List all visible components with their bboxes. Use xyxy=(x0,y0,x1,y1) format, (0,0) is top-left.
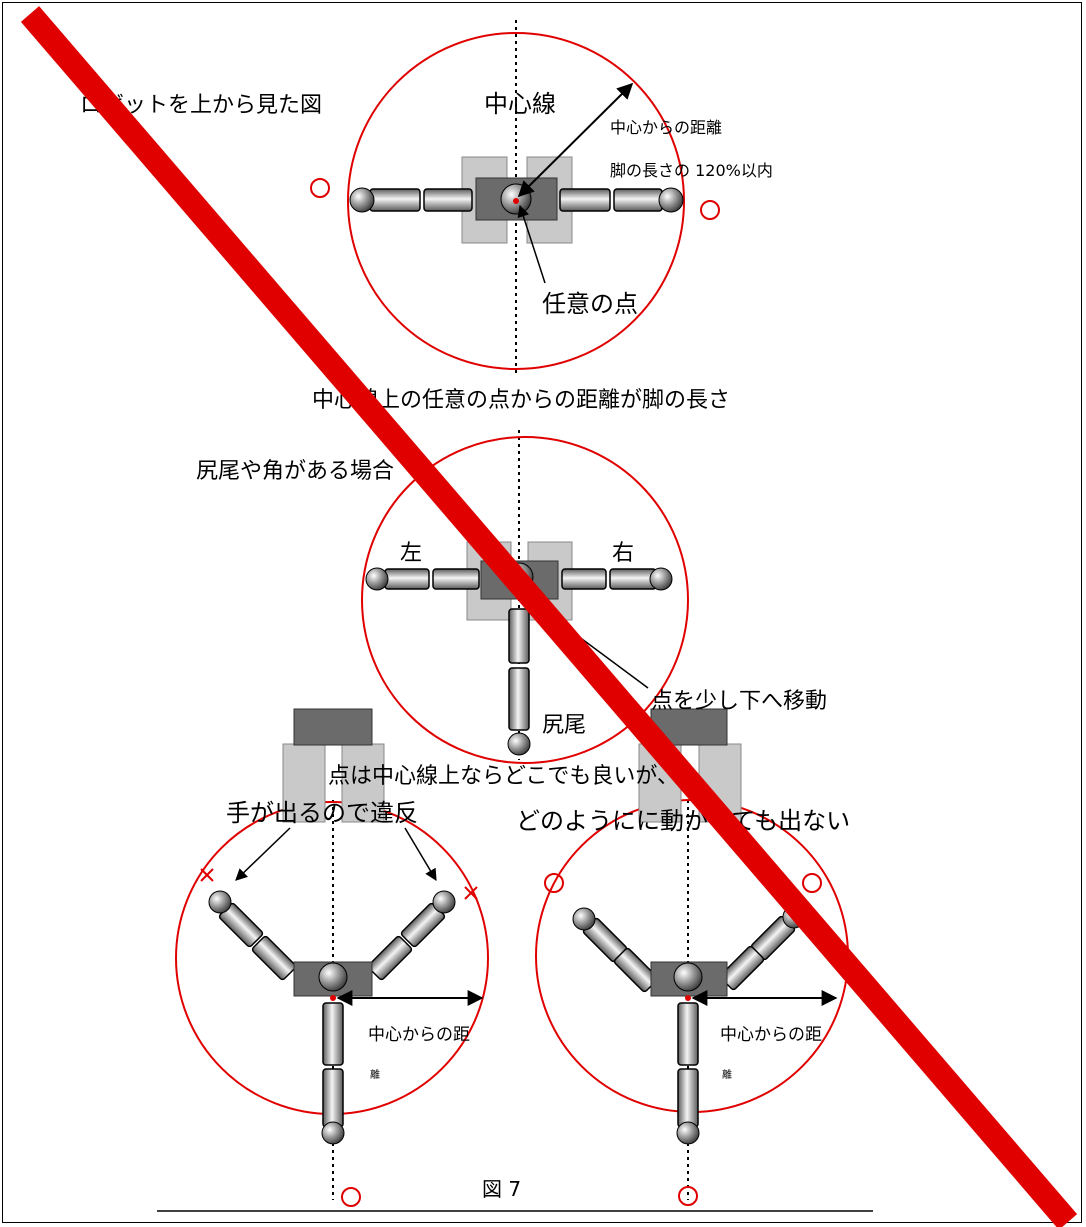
move-point-label: 点を少し下へ移動 xyxy=(651,689,827,714)
distance-short-label-4: 中心からの距 xyxy=(720,1025,822,1045)
tail-2 xyxy=(507,608,531,756)
tail-label: 尻尾 xyxy=(542,713,586,738)
distance-label: 中心からの距離 xyxy=(610,118,722,137)
right-arm-2 xyxy=(561,567,673,591)
left-raised-arm xyxy=(208,890,297,981)
tail-3 xyxy=(321,1002,345,1145)
arbitrary-point-dot xyxy=(513,198,519,204)
ok-mark-left xyxy=(310,178,330,198)
reach-circle-2 xyxy=(361,436,689,764)
robot-top-view xyxy=(310,20,720,375)
left-hand xyxy=(349,187,375,213)
figure-number: 図 7 xyxy=(482,1177,521,1201)
arbitrary-point-label: 任意の点 xyxy=(542,290,638,318)
tail-case-title: 尻尾や角がある場合 xyxy=(196,459,394,484)
ok-mark-right xyxy=(700,200,720,220)
ok-mark-right-4 xyxy=(802,873,822,893)
left-raised-arm-4 xyxy=(572,907,659,993)
ok-mark-left-4 xyxy=(544,873,564,893)
ok-caption: どのようにに動かしても出ない xyxy=(516,807,850,835)
left-label: 左 xyxy=(400,541,422,566)
tail-4 xyxy=(676,1002,700,1145)
ng-mark-left xyxy=(200,868,214,882)
left-arm-2 xyxy=(365,567,480,591)
distance-short-label-3: 中心からの距 xyxy=(368,1025,470,1045)
point-anywhere-caption: 点は中心線上ならどこでも良いが、 xyxy=(328,764,679,789)
ok-mark-bottom xyxy=(341,1187,361,1207)
strike-through-line xyxy=(20,6,1078,1227)
tail-tip xyxy=(507,732,531,756)
right-label: 右 xyxy=(612,541,634,566)
point-pointer xyxy=(517,204,546,284)
ok-mark-bottom-4 xyxy=(678,1186,698,1206)
distance-arrow xyxy=(517,82,634,198)
ng-mark-right xyxy=(464,886,478,900)
right-raised-arm xyxy=(367,890,456,981)
within-120-label: 脚の長さの 120%以内 xyxy=(610,161,773,180)
robot-violation xyxy=(175,708,489,1207)
left-arm xyxy=(349,187,473,213)
violation-caption: 手が出るので違反 xyxy=(226,799,418,827)
cut-fragment-4: 離 xyxy=(722,1068,732,1081)
cut-fragment-3: 離 xyxy=(370,1068,380,1081)
center-line-label: 中心線 xyxy=(484,90,556,118)
right-arm xyxy=(559,187,684,213)
reach-circle xyxy=(347,32,685,370)
right-hand xyxy=(658,187,684,213)
